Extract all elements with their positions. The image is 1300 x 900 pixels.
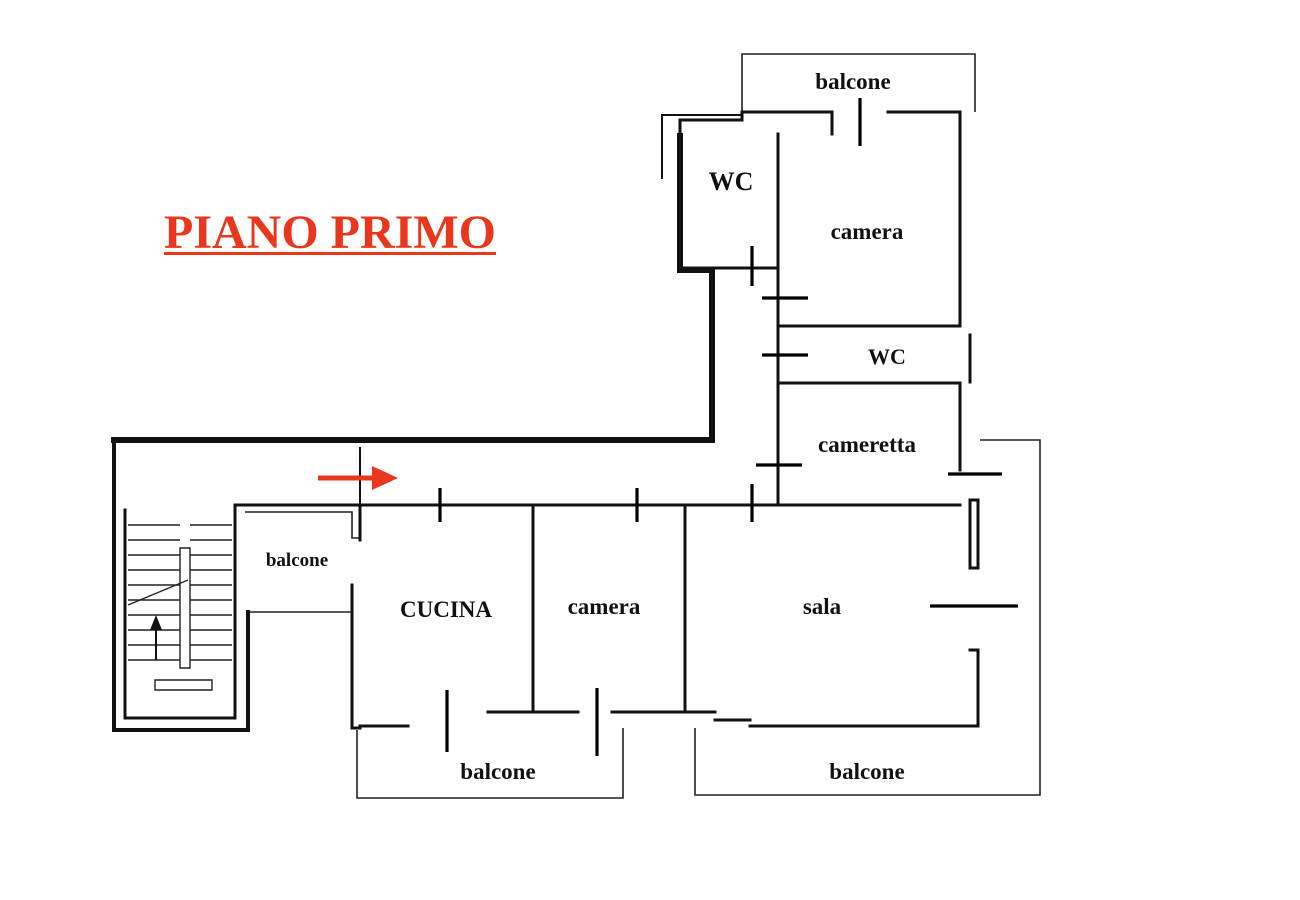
south-wall <box>358 710 752 728</box>
room-labels: balcone WC camera WC cameretta balcone C… <box>266 69 917 784</box>
label-camera-lower: camera <box>568 594 641 619</box>
label-sala: sala <box>803 594 842 619</box>
label-balcone-bottom-left: balcone <box>460 759 535 784</box>
exterior-walls <box>111 110 980 732</box>
label-cameretta: cameretta <box>818 432 916 457</box>
east-wall-upper <box>958 132 972 472</box>
cucina-west-wall <box>350 503 362 730</box>
stair-enclosure <box>123 503 362 720</box>
label-balcone-top: balcone <box>815 69 890 94</box>
east-wall-sala <box>748 498 980 728</box>
north-wall-top-outer <box>661 114 743 179</box>
label-balcone-left: balcone <box>266 550 328 571</box>
balcony-top-outline <box>741 53 976 112</box>
balcony-bottom-left-outline <box>356 728 624 799</box>
north-wall-corridor <box>111 133 715 443</box>
page-title: PIANO PRIMO <box>164 206 496 259</box>
interior-walls <box>358 132 962 714</box>
label-cucina: CUCINA <box>400 597 492 622</box>
label-balcone-bottom-right: balcone <box>829 759 904 784</box>
balcony-bottom-right-outline <box>694 439 1041 796</box>
balcony-outlines <box>245 53 1041 799</box>
staircase-icon <box>127 524 232 691</box>
label-camera-upper: camera <box>831 219 904 244</box>
label-wc-middle: WC <box>868 344 906 369</box>
label-wc-upper: WC <box>709 167 754 196</box>
balcony-left-outline <box>245 511 360 613</box>
doors <box>438 98 1018 756</box>
west-wall <box>112 438 250 732</box>
arrow-right-icon <box>318 466 398 490</box>
